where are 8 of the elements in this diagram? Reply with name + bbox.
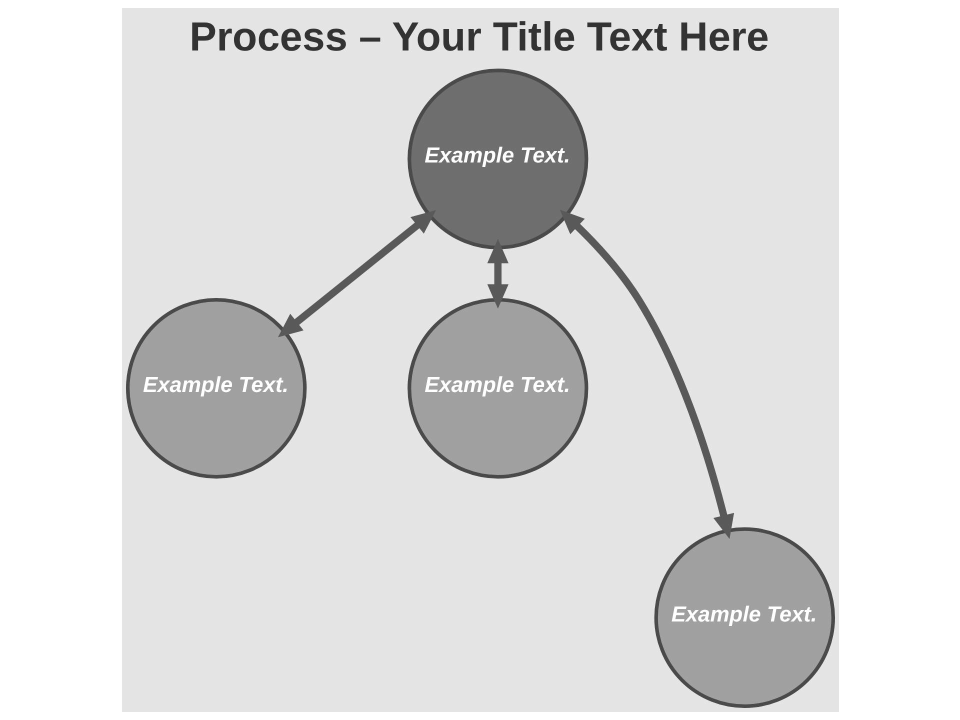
node-circle: Example Text. bbox=[407, 298, 588, 479]
arrow bbox=[277, 210, 436, 338]
arrow bbox=[486, 238, 508, 309]
arrow bbox=[559, 210, 734, 539]
node-circle: Example Text. bbox=[407, 68, 588, 250]
diagram-title: Process – Your Title Text Here bbox=[188, 14, 769, 60]
node-circle: Example Text. bbox=[654, 527, 835, 708]
node-circle: Example Text. bbox=[126, 298, 306, 479]
